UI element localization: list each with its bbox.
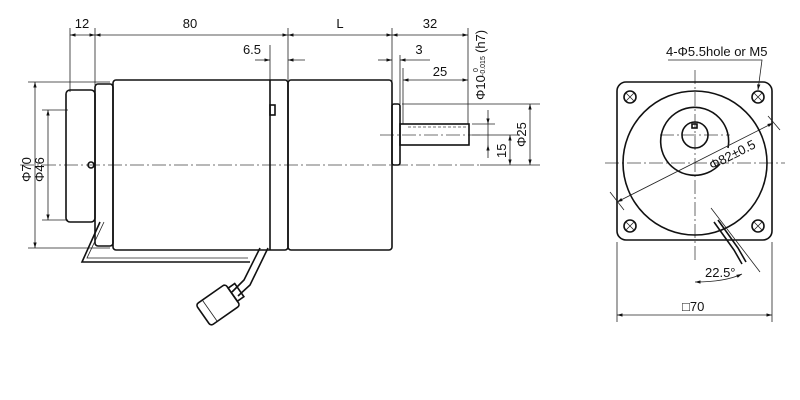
angle-arc — [694, 273, 743, 284]
hole-leader — [668, 59, 763, 91]
dim-body-diameter: Φ70 — [19, 157, 34, 182]
connector — [196, 282, 246, 326]
dimension-lines — [33, 33, 532, 248]
dim-pilot-diameter: Φ25 — [514, 122, 529, 147]
dim-gearbox-length: L — [336, 16, 343, 31]
flange-pilot — [391, 103, 401, 166]
dim-cap-diameter: Φ46 — [32, 157, 47, 182]
angle-label: 22.5° — [705, 265, 736, 280]
dim-motor-body: 80 — [183, 16, 197, 31]
shaft-dia-value: Φ10 — [473, 75, 488, 100]
shaft-fit: (h7) — [473, 30, 488, 53]
output-shaft — [399, 123, 470, 146]
dim-shaft-key: 25 — [433, 64, 447, 79]
shaft-tol-lower: -0.015 — [480, 56, 487, 76]
rear-screw — [87, 161, 95, 169]
square-label: □70 — [682, 299, 704, 314]
front-wire — [717, 219, 747, 263]
side-view: 12 80 L 32 6.5 3 25 Φ10 0 -0.015 (h7) 15… — [19, 16, 540, 326]
lead-wires — [80, 221, 269, 297]
dim-rear-cap: 12 — [75, 16, 89, 31]
front-view: 4-Φ5.5hole or M5 Φ82±0.5 22.5° □70 — [605, 44, 785, 322]
pcd-label: Φ82±0.5 — [707, 137, 758, 173]
body-tab — [269, 104, 276, 116]
mount-holes — [623, 90, 765, 233]
dim-shaft-offset: 15 — [494, 144, 509, 158]
holes-label: 4-Φ5.5hole or M5 — [666, 44, 767, 59]
dim-shaft-total: 32 — [423, 16, 437, 31]
extension-lines — [28, 28, 540, 249]
pcd-dimension-line — [616, 122, 774, 203]
shaft-tol-upper: 0 — [473, 68, 480, 72]
rear-cap — [65, 89, 96, 223]
dim-flange-offset: 6.5 — [243, 42, 261, 57]
dim-shaft-diameter: Φ10 0 -0.015 (h7) — [473, 30, 488, 100]
dim-flange-step: 3 — [415, 42, 422, 57]
square-flange — [616, 81, 773, 241]
key — [691, 123, 698, 129]
